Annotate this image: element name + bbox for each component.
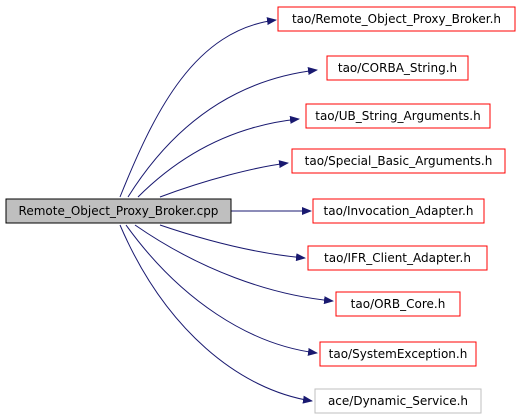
include-label: tao/Remote_Object_Proxy_Broker.h: [292, 12, 501, 26]
include-box: [307, 245, 488, 271]
include-box: [326, 55, 469, 81]
include-node-4[interactable]: tao/Invocation_Adapter.h: [312, 198, 485, 224]
edge-to-include-6: [134, 224, 334, 305]
include-label: tao/UB_String_Arguments.h: [315, 109, 480, 123]
edge-to-include-5: [159, 224, 306, 262]
include-box: [335, 291, 461, 317]
source-file-box: [5, 198, 232, 224]
include-node-3[interactable]: tao/Special_Basic_Arguments.h: [291, 148, 506, 174]
source-file-node[interactable]: Remote_Object_Proxy_Broker.cpp: [5, 198, 232, 224]
edge-to-include-7: [125, 224, 318, 356]
edge-to-include-1: [127, 67, 318, 198]
include-box: [319, 341, 477, 367]
include-file-nodes: tao/Remote_Object_Proxy_Broker.h tao/COR…: [277, 6, 516, 414]
edge-to-include-3: [159, 160, 289, 198]
include-label: tao/Invocation_Adapter.h: [324, 204, 474, 218]
include-label: ace/Dynamic_Service.h: [328, 394, 468, 408]
include-box: [291, 148, 506, 174]
edge-to-include-2: [137, 115, 300, 198]
source-file-label: Remote_Object_Proxy_Broker.cpp: [19, 204, 219, 218]
include-label: tao/SystemException.h: [329, 347, 468, 361]
include-node-0[interactable]: tao/Remote_Object_Proxy_Broker.h: [277, 6, 516, 32]
include-node-7[interactable]: tao/SystemException.h: [319, 341, 477, 367]
include-node-8[interactable]: ace/Dynamic_Service.h: [314, 388, 482, 414]
include-box: [277, 6, 516, 32]
include-edges: [119, 17, 334, 404]
include-label: tao/Special_Basic_Arguments.h: [305, 154, 493, 168]
include-node-6[interactable]: tao/ORB_Core.h: [335, 291, 461, 317]
include-label: tao/IFR_Client_Adapter.h: [324, 251, 471, 265]
include-node-5[interactable]: tao/IFR_Client_Adapter.h: [307, 245, 488, 271]
include-label: tao/ORB_Core.h: [351, 297, 446, 311]
include-label: tao/CORBA_String.h: [338, 61, 457, 75]
include-box: [314, 388, 482, 414]
include-box: [305, 103, 491, 129]
edge-to-include-0: [119, 17, 277, 198]
include-node-2[interactable]: tao/UB_String_Arguments.h: [305, 103, 491, 129]
edge-to-include-8: [119, 224, 313, 404]
include-node-1[interactable]: tao/CORBA_String.h: [326, 55, 469, 81]
include-box: [312, 198, 485, 224]
